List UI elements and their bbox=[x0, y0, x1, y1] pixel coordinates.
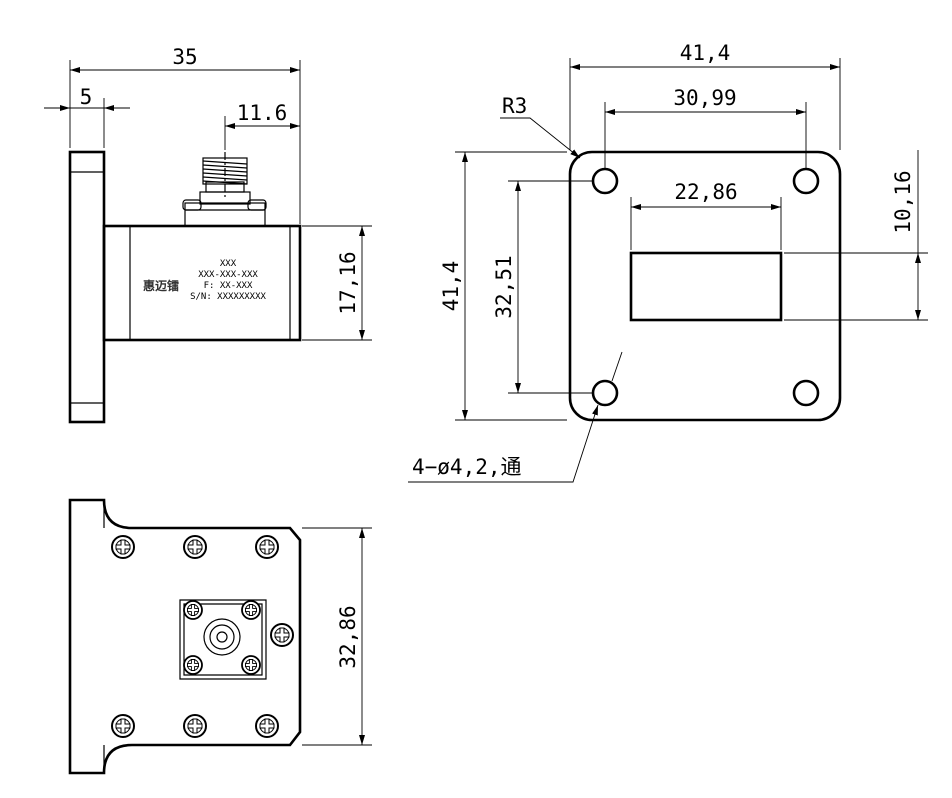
label-part: XXX-XXX-XXX bbox=[198, 270, 258, 280]
mount-hole bbox=[591, 167, 619, 195]
sma-connector-side bbox=[182, 152, 267, 227]
logo-text: 惠迈镭 bbox=[143, 278, 179, 293]
dim-top-width: 32,86 bbox=[336, 605, 360, 668]
sma-connector-top bbox=[179, 599, 267, 680]
waveguide-aperture bbox=[629, 251, 783, 322]
dim-height: 17,16 bbox=[336, 251, 360, 314]
screw-icon bbox=[183, 655, 203, 675]
dim-flange-height: 41,4 bbox=[439, 261, 463, 312]
dim-corner-radius: R3 bbox=[502, 94, 527, 118]
dim-flange: 5 bbox=[80, 85, 93, 109]
screw-icon bbox=[183, 714, 207, 738]
mount-hole bbox=[591, 379, 619, 407]
screw-icon bbox=[111, 714, 135, 738]
dim-holes: 4−ø4,2,通 bbox=[412, 455, 522, 479]
flange-face bbox=[568, 150, 842, 422]
label-model: XXX bbox=[220, 259, 237, 269]
dim-hole-spacing-x: 30,99 bbox=[673, 86, 736, 110]
screw-icon bbox=[241, 655, 261, 675]
screw-icon bbox=[183, 600, 203, 620]
dim-hole-spacing-y: 32,51 bbox=[492, 255, 516, 318]
screw-icon bbox=[183, 535, 207, 559]
dim-flange-width: 41,4 bbox=[680, 41, 731, 65]
label-freq: F: XX-XXX bbox=[204, 281, 253, 291]
side-view: 惠迈镭 XXX XXX-XXX-XXX F: XX-XXX S/N: XXXXX… bbox=[44, 45, 372, 424]
top-view: 32,86 bbox=[68, 498, 372, 775]
side-body bbox=[102, 224, 302, 342]
mount-hole bbox=[792, 167, 820, 195]
dim-aperture-height: 10,16 bbox=[891, 170, 915, 233]
label-serial: S/N: XXXXXXXXX bbox=[190, 292, 266, 302]
top-body-outline bbox=[68, 498, 302, 775]
dim-connector: 11.6 bbox=[237, 101, 288, 125]
screw-icon bbox=[241, 600, 261, 620]
mount-hole bbox=[792, 379, 820, 407]
flange-view: 41,4 30,99 R3 22,86 41,4 32,51 10,16 bbox=[408, 41, 928, 483]
screw-icon bbox=[255, 535, 279, 559]
side-flange bbox=[68, 150, 106, 424]
screw-icon bbox=[270, 623, 294, 647]
dim-length: 35 bbox=[172, 45, 197, 69]
dim-aperture-width: 22,86 bbox=[674, 180, 737, 204]
screw-icon bbox=[111, 535, 135, 559]
screw-icon bbox=[255, 714, 279, 738]
